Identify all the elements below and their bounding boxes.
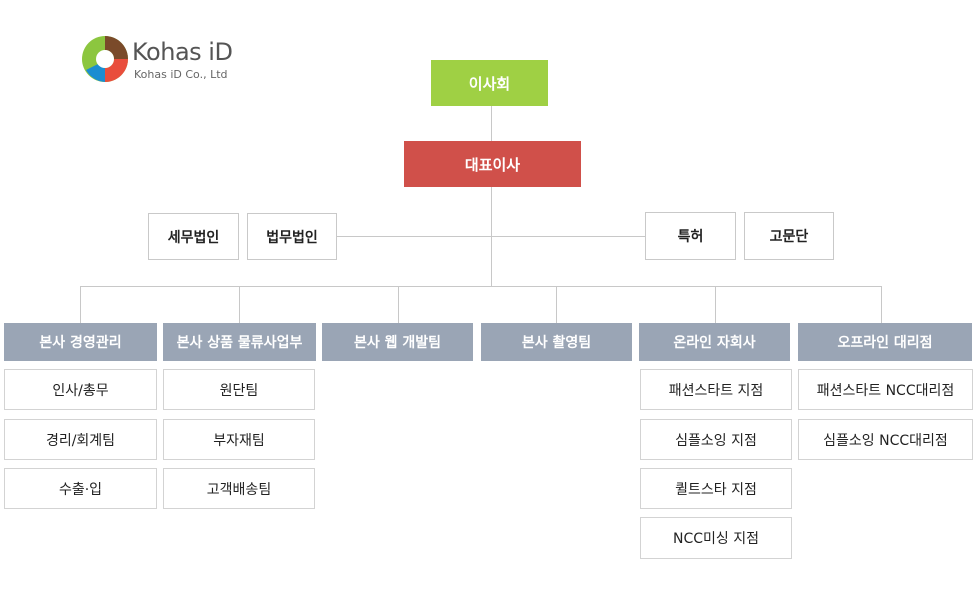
advisor-law: 법무법인	[247, 213, 337, 260]
team-fashionstart-branch: 패션스타트 지점	[640, 369, 792, 410]
dept-logistics: 본사 상품 물류사업부	[163, 323, 316, 361]
connector-advisors	[336, 236, 646, 237]
connector-dept-2	[239, 286, 240, 323]
board-box: 이사회	[431, 60, 548, 106]
dept-management: 본사 경영관리	[4, 323, 157, 361]
board-label: 이사회	[468, 74, 511, 93]
connector-dept-6	[881, 286, 882, 323]
team-accounting: 경리/회계팀	[4, 419, 157, 460]
connector-dept-3	[398, 286, 399, 323]
company-logo: Kohas iD Kohas iD Co., Ltd	[80, 34, 250, 86]
team-trade: 수출·입	[4, 468, 157, 509]
advisor-consultants: 고문단	[744, 212, 834, 260]
dept-web-dev: 본사 웹 개발팀	[322, 323, 473, 361]
advisor-patent: 특허	[645, 212, 736, 260]
team-hr: 인사/총무	[4, 369, 157, 410]
team-ncc-sewing-branch: NCC미싱 지점	[640, 517, 792, 559]
advisor-tax: 세무법인	[148, 213, 239, 260]
connector-board-ceo	[491, 106, 492, 141]
dept-offline: 오프라인 대리점	[798, 323, 972, 361]
dept-online: 온라인 자회사	[639, 323, 790, 361]
ceo-box: 대표이사	[404, 141, 581, 187]
connector-dept-1	[80, 286, 81, 323]
team-fabric: 원단팀	[163, 369, 315, 410]
connector-dept-4	[556, 286, 557, 323]
connector-departments	[80, 286, 882, 287]
team-fashionstart-ncc-agency: 패션스타트 NCC대리점	[798, 369, 973, 410]
logo-subtitle: Kohas iD Co., Ltd	[134, 68, 228, 81]
team-delivery: 고객배송팀	[163, 468, 315, 509]
ceo-label: 대표이사	[464, 155, 521, 174]
connector-dept-5	[715, 286, 716, 323]
team-simplesewing-ncc-agency: 심플소잉 NCC대리점	[798, 419, 973, 460]
team-materials: 부자재팀	[163, 419, 315, 460]
logo-mark-icon	[82, 36, 128, 82]
team-simplesewing-branch: 심플소잉 지점	[640, 419, 792, 460]
team-quiltstar-branch: 퀼트스타 지점	[640, 468, 792, 509]
dept-photo: 본사 촬영팀	[481, 323, 632, 361]
logo-name: Kohas iD	[132, 38, 233, 66]
